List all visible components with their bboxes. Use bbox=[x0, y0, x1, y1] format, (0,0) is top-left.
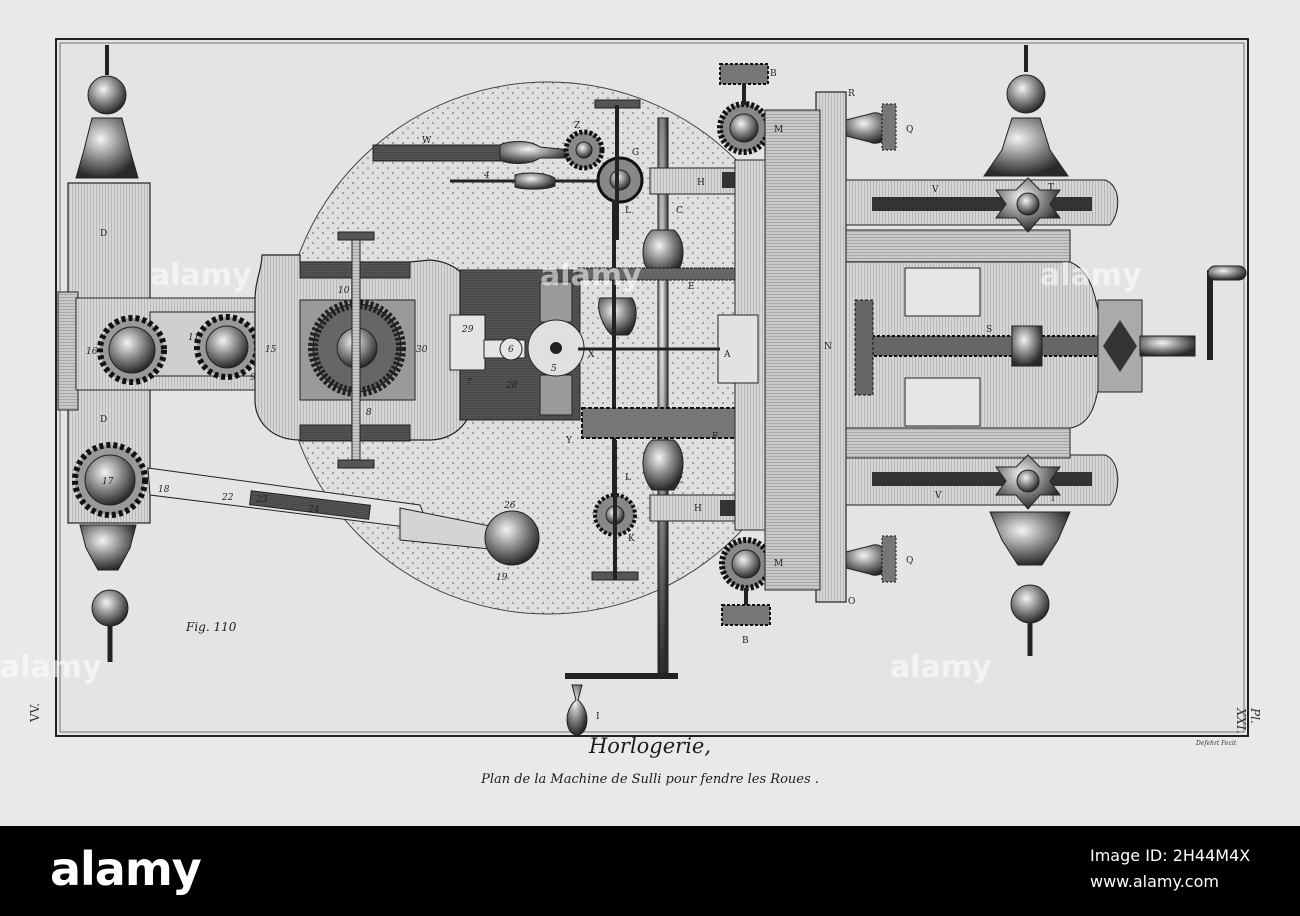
knob-26 bbox=[484, 510, 540, 566]
label-t-bottom: T bbox=[1050, 494, 1056, 504]
label-h-bottom: H bbox=[694, 504, 702, 514]
label-l-top: L bbox=[625, 206, 631, 216]
stock-image-id: Image ID: 2H44M4X bbox=[1090, 846, 1251, 865]
label-18: 18 bbox=[158, 485, 170, 495]
stock-footer bbox=[0, 826, 1300, 916]
stock-url: www.alamy.com bbox=[1090, 872, 1219, 891]
label-d-top: D bbox=[100, 229, 107, 239]
label-h-top: H bbox=[697, 178, 705, 188]
label-6: 6 bbox=[508, 345, 514, 355]
label-c-top: C bbox=[676, 206, 683, 216]
label-c-bottom: C bbox=[676, 476, 683, 486]
label-16: 16 bbox=[86, 347, 98, 357]
engraver-signature: Defehrt Fecit bbox=[1196, 740, 1237, 747]
label-t-top: T bbox=[1048, 183, 1054, 193]
label-10: 10 bbox=[338, 286, 350, 296]
label-e: E bbox=[688, 282, 695, 292]
label-9: 9 bbox=[250, 373, 256, 383]
lead-screw-s bbox=[861, 335, 1103, 357]
label-28: 28 bbox=[505, 381, 518, 391]
label-o: O bbox=[848, 597, 855, 607]
label-r: R bbox=[848, 89, 855, 99]
label-w: W bbox=[422, 136, 432, 146]
label-n: N bbox=[824, 342, 832, 352]
watermark: alamy bbox=[890, 650, 992, 685]
gear-m-top bbox=[717, 63, 771, 155]
label-x: X bbox=[588, 350, 595, 360]
label-11: 11 bbox=[188, 333, 199, 343]
label-m-bottom: M bbox=[774, 559, 783, 569]
knob-q-bottom bbox=[845, 535, 897, 583]
label-v-top: V bbox=[931, 185, 939, 195]
label-d-bottom: D bbox=[100, 415, 107, 425]
stock-logo: alamy bbox=[50, 842, 202, 896]
plate-subtitle: Plan de la Machine de Sulli pour fendre … bbox=[481, 772, 819, 787]
label-f: F bbox=[712, 432, 718, 442]
label-b-bottom: B bbox=[742, 636, 749, 646]
label-5: 5 bbox=[551, 364, 557, 374]
label-l-bottom: L bbox=[625, 473, 631, 483]
left-bottom-finial bbox=[79, 524, 137, 662]
label-17: 17 bbox=[102, 477, 114, 487]
label-19: 19 bbox=[496, 573, 508, 583]
index-screw bbox=[351, 231, 361, 469]
plate-title: Horlogerie, bbox=[588, 734, 712, 758]
right-bottom-finial bbox=[989, 511, 1071, 656]
watermark: alamy bbox=[150, 258, 252, 293]
right-top-finial bbox=[983, 45, 1069, 177]
label-k: K bbox=[628, 534, 635, 544]
label-g: G bbox=[632, 148, 639, 158]
label-m-top: M bbox=[774, 125, 783, 135]
label-24: 24 bbox=[307, 505, 320, 515]
gear-11 bbox=[194, 314, 260, 380]
arm-w bbox=[372, 144, 504, 162]
label-z: Z bbox=[574, 121, 580, 131]
column-n bbox=[815, 91, 847, 603]
watermark: alamy bbox=[0, 650, 102, 685]
label-30: 30 bbox=[416, 345, 428, 355]
label-v-bottom: V bbox=[934, 491, 942, 501]
label-22: 22 bbox=[221, 493, 234, 503]
gear-16 bbox=[97, 315, 167, 385]
main-shaft bbox=[657, 117, 669, 679]
gear-17 bbox=[72, 442, 148, 518]
label-15: 15 bbox=[265, 345, 277, 355]
label-s: S bbox=[986, 325, 992, 335]
left-top-finial bbox=[75, 45, 139, 179]
label-i: I bbox=[596, 712, 600, 722]
label-8: 8 bbox=[366, 408, 372, 418]
figure-label: Fig. 110 bbox=[186, 620, 237, 634]
label-b-top: B bbox=[770, 69, 777, 79]
watermark: alamy bbox=[1040, 258, 1142, 293]
volume-mark: VV. bbox=[28, 702, 42, 722]
knob-q-top bbox=[845, 103, 897, 151]
label-4: 4 bbox=[483, 171, 490, 181]
label-7: 7 bbox=[466, 378, 472, 388]
engraving-plate: D D W Z G B M R Q H L C E X A N S T V Y … bbox=[55, 38, 1249, 737]
star-nut-top bbox=[995, 177, 1061, 233]
label-26: 26 bbox=[503, 501, 516, 511]
label-29: 29 bbox=[461, 325, 474, 335]
label-23: 23 bbox=[255, 495, 268, 505]
label-a: A bbox=[723, 350, 731, 360]
crank-handle-i bbox=[566, 684, 588, 736]
label-y: Y bbox=[565, 436, 573, 446]
label-q-bottom: Q bbox=[906, 556, 913, 566]
label-q-top: Q bbox=[906, 125, 913, 135]
screw-handle bbox=[1207, 265, 1247, 281]
star-nut-bottom bbox=[995, 454, 1061, 510]
watermark: alamy bbox=[540, 258, 642, 293]
